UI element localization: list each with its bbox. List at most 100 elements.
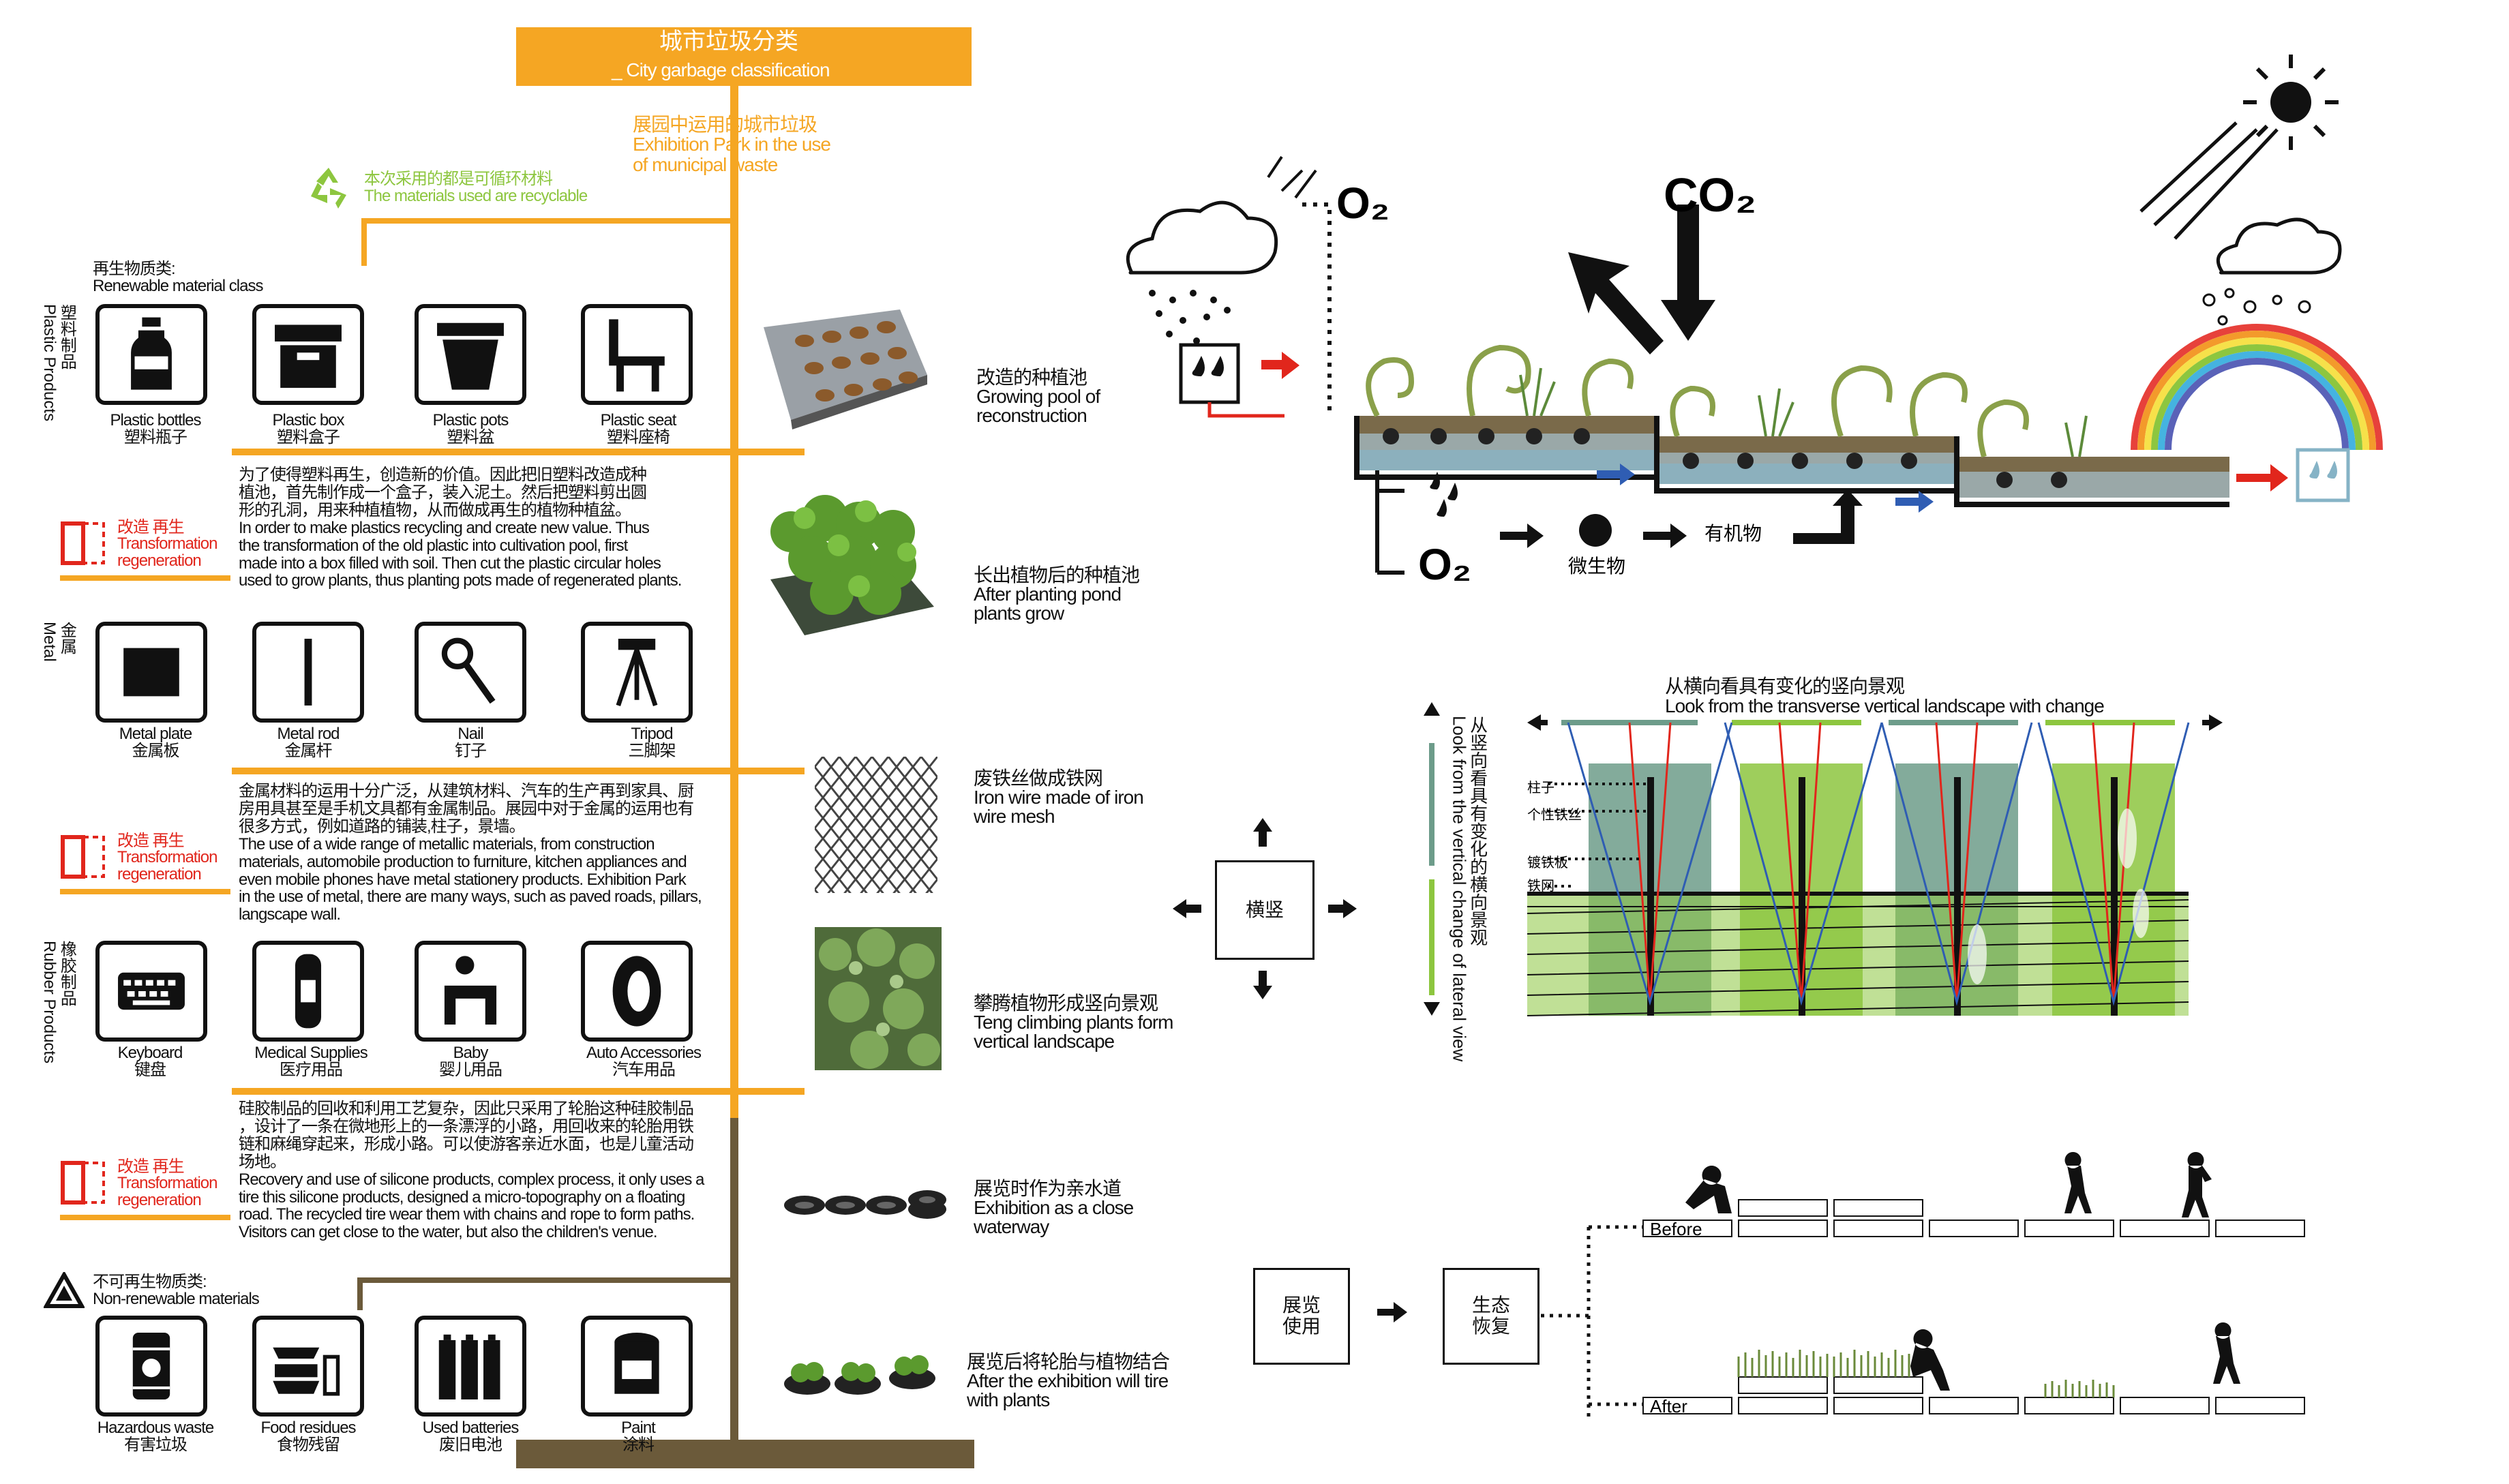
exhibition-use-box: 展览 使用 — [1253, 1268, 1350, 1365]
climbing-plants-photo — [815, 927, 942, 1070]
people-silhouettes — [1685, 1152, 2240, 1391]
metal-rod-tile — [252, 622, 364, 723]
tire-path-photo — [784, 1190, 946, 1219]
tire-icon — [612, 956, 661, 1027]
metal-plate-tile — [95, 622, 207, 723]
keyboard-tile — [95, 941, 207, 1042]
title-en: _ City garbage classification — [612, 59, 830, 80]
planting-pool-photo — [764, 309, 927, 429]
rod-icon — [304, 639, 312, 706]
battery-tile — [415, 1316, 526, 1417]
plant-spirals — [1366, 344, 2029, 458]
grass-after — [1737, 1350, 2115, 1397]
flow-arrow-icon — [1377, 1302, 1407, 1322]
plastic-bar — [232, 449, 805, 455]
nonrenewable-label: 不可再生物质类:Non-renewable materials — [93, 1273, 260, 1309]
barrel-icon — [132, 1333, 170, 1399]
wire-mesh-photo — [815, 757, 937, 893]
svg-text:O₂: O₂ — [1418, 540, 1471, 589]
svg-text:柱子: 柱子 — [1527, 780, 1554, 796]
water-drop-icon — [1179, 343, 1240, 404]
keyboard-icon — [118, 972, 185, 1010]
tree-trunk — [730, 86, 738, 1442]
plastic-bottle-tile — [95, 304, 207, 405]
food-icon — [273, 1347, 340, 1396]
auto-tile — [581, 941, 693, 1042]
grass — [1519, 367, 2088, 457]
direction-arrows — [1173, 818, 1357, 999]
bandage-icon — [295, 954, 322, 1029]
chair-icon — [609, 319, 665, 392]
nail-tile — [415, 622, 526, 723]
tree-base — [516, 1440, 974, 1468]
transform-icon — [61, 521, 105, 565]
landscape-diagram: 柱子 个性铁丝 镀铁板 铁网 — [1527, 714, 2223, 1016]
transform-icon — [61, 1161, 105, 1205]
baby-icon — [444, 956, 497, 1025]
planted-pool-photo — [770, 495, 934, 635]
water-drop-icon — [2296, 448, 2350, 502]
center-direction-box: 横竖 — [1215, 860, 1314, 960]
restoration-diagram: Before After — [1541, 1152, 2305, 1418]
renewable-label: 再生物质类:Renewable material class — [93, 260, 263, 296]
tripod-tile — [581, 622, 693, 723]
plastic-box-tile — [252, 304, 364, 405]
svg-text:After: After — [1650, 1396, 1687, 1417]
paint-can-icon — [614, 1333, 659, 1394]
battery-icon — [438, 1334, 500, 1399]
pot-icon — [437, 322, 504, 390]
rain-cloud-icon — [1126, 200, 1278, 344]
cloud-icon — [2216, 217, 2342, 275]
plastic-pot-tile — [415, 304, 526, 405]
svg-text:个性铁丝: 个性铁丝 — [1527, 807, 1582, 823]
plastic-seat-tile — [581, 304, 693, 405]
metal-paragraph: 金属材料的运用十分广泛，从建筑材料、汽车的生产再到家具、厨房用具甚至是手机文具都… — [239, 782, 702, 924]
up-arrow-icon — [1568, 252, 1664, 354]
vertical-arrow-bar — [1424, 702, 1440, 1016]
sun-icon — [2243, 55, 2339, 150]
nonrecycle-icon — [44, 1272, 85, 1308]
ground-section — [1354, 416, 2229, 507]
title-cn: 城市垃圾分类 — [659, 29, 798, 55]
nonrenewable-branch — [357, 1277, 734, 1283]
svg-text:有机物: 有机物 — [1704, 523, 1762, 544]
svg-text:CO₂: CO₂ — [1664, 168, 1756, 222]
branch-drop — [361, 218, 367, 266]
nail-icon — [441, 637, 496, 704]
nonrenewable-drop — [357, 1277, 363, 1310]
title-banner: 城市垃圾分类 _ City garbage classification — [516, 27, 972, 86]
transform-icon — [61, 835, 105, 879]
box-icon — [275, 324, 342, 388]
svg-text:O₂: O₂ — [1336, 179, 1389, 228]
eco-cycle-diagram: O₂ CO₂ O₂ 微生物 有机物 — [1126, 55, 2383, 589]
metal-bar — [232, 768, 805, 774]
svg-text:微生物: 微生物 — [1568, 556, 1625, 577]
rubber-bar — [232, 1088, 805, 1095]
plastic-paragraph: 为了使得塑料再生，创造新的价值。因此把旧塑料改造成种植池，首先制作成一个盒子，装… — [239, 466, 682, 590]
tree-trunk-dark — [730, 1118, 738, 1445]
baby-tile — [415, 941, 526, 1042]
